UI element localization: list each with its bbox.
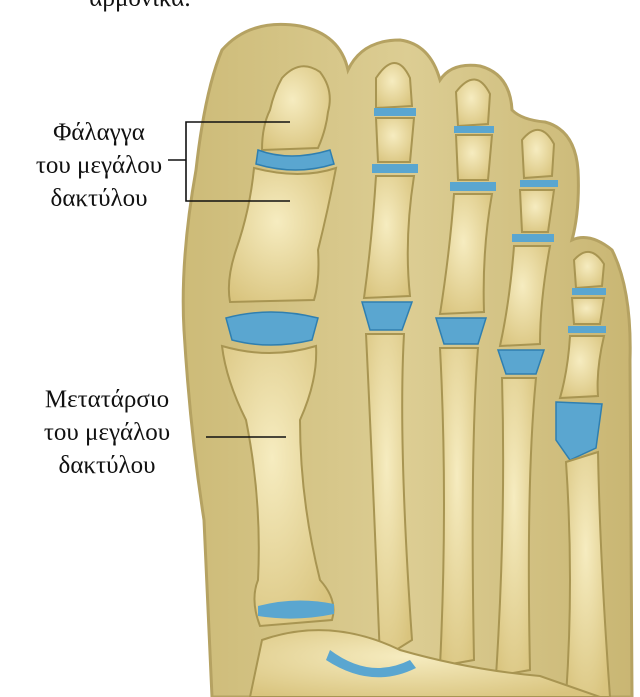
fourth-toe-distal-phalanx [522, 130, 554, 178]
second-toe-dip-cartilage [374, 108, 416, 116]
phalanx-label-line-1: Φάλαγγα [14, 116, 184, 149]
phalanx-label-line-3: δακτύλου [14, 182, 184, 215]
fourth-toe-mtp-cartilage [498, 350, 544, 374]
phalanx-label: Φάλαγγα του μεγάλου δακτύλου [14, 116, 184, 215]
big-toe-mtp-cartilage [226, 312, 318, 345]
second-toe-pip-cartilage [372, 164, 418, 173]
metatarsal-label: Μετατάρσιο του μεγάλου δακτύλου [12, 383, 202, 482]
third-toe-pip-cartilage [450, 182, 496, 191]
fifth-toe-middle-phalanx [572, 298, 604, 324]
top-caption: αρμονικά. [60, 0, 220, 15]
fourth-toe-middle-phalanx [520, 190, 554, 232]
third-toe-middle-phalanx [456, 135, 492, 180]
fourth-toe-pip-cartilage [512, 234, 554, 242]
metatarsal-label-line-1: Μετατάρσιο [12, 383, 202, 416]
third-toe-dip-cartilage [454, 126, 494, 133]
fifth-toe-dip-cartilage [572, 288, 606, 295]
fifth-toe-distal-phalanx [574, 252, 604, 288]
fifth-toe-pip-cartilage [568, 326, 606, 333]
metatarsal-label-line-3: δακτύλου [12, 449, 202, 482]
third-toe-mtp-cartilage [436, 318, 486, 344]
metatarsal-label-line-2: του μεγάλου [12, 416, 202, 449]
phalanx-label-line-2: του μεγάλου [14, 149, 184, 182]
third-toe-distal-phalanx [456, 79, 490, 126]
second-toe-middle-phalanx [376, 118, 414, 162]
fourth-metatarsal [496, 378, 536, 676]
fourth-toe-dip-cartilage [520, 180, 558, 187]
third-metatarsal [440, 348, 478, 666]
